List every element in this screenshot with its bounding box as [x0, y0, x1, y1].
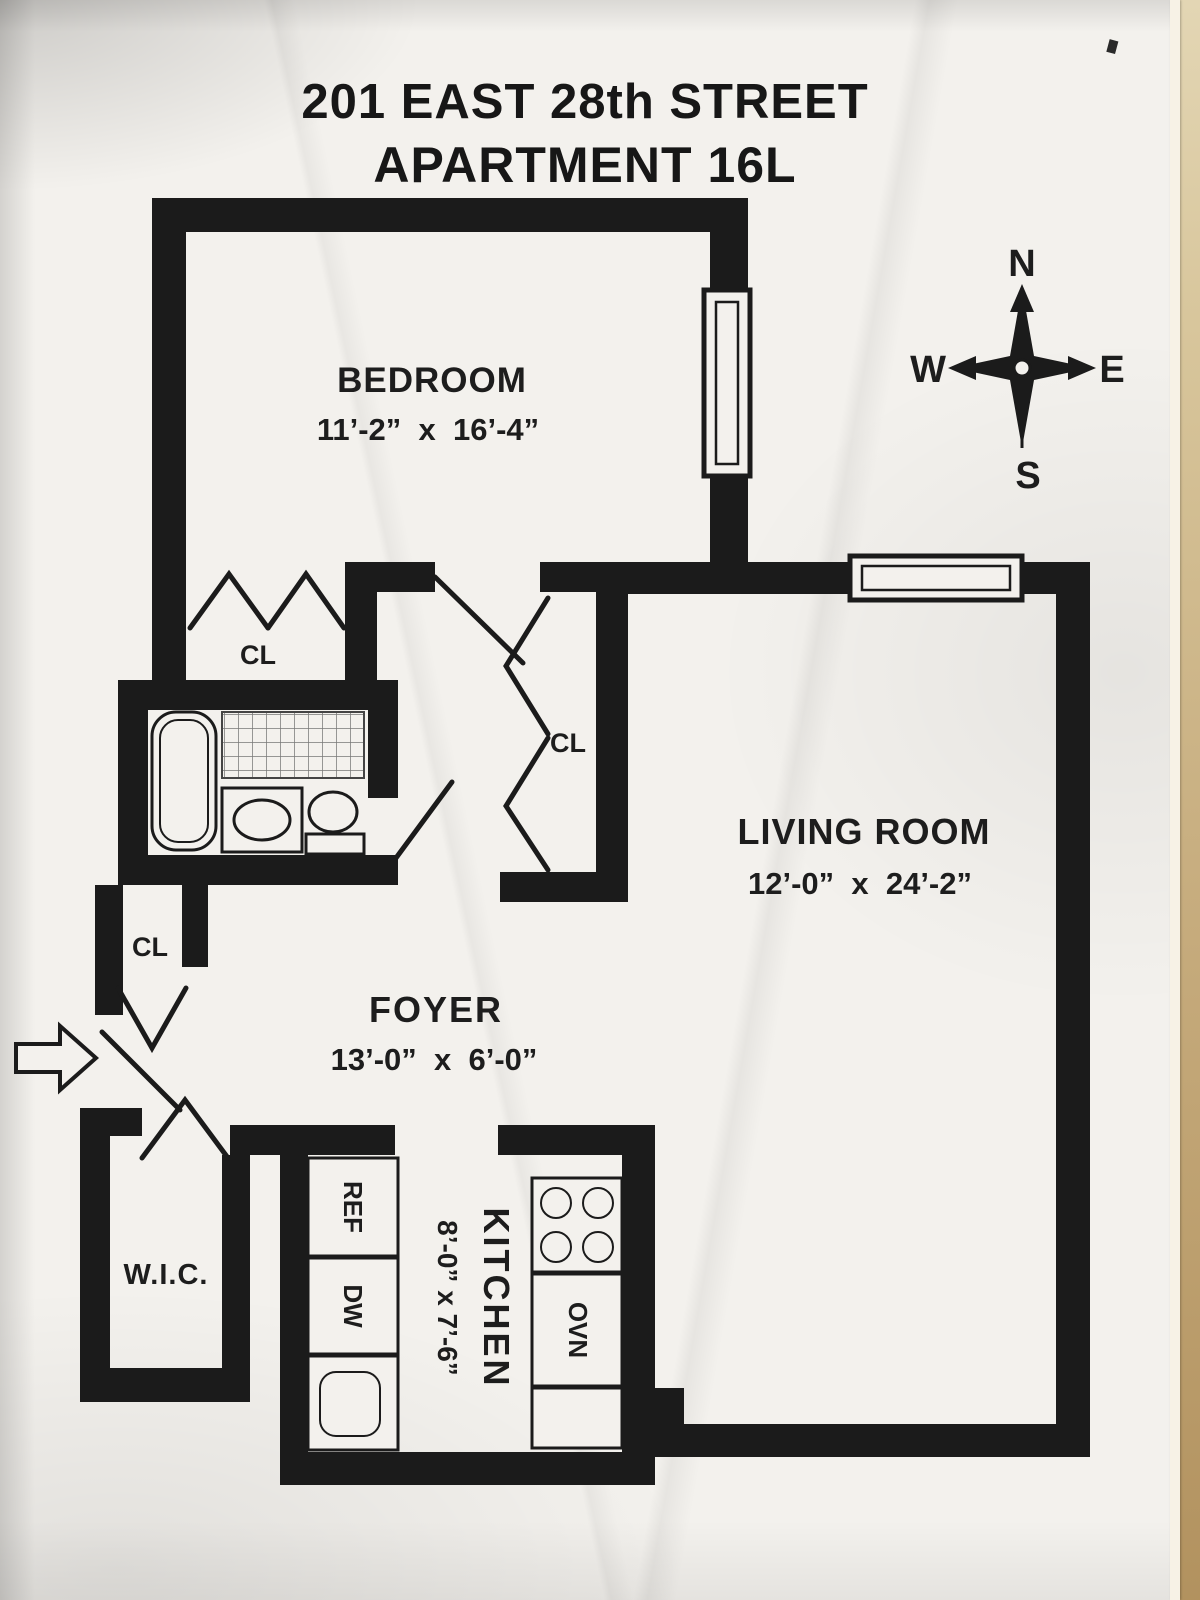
stove [530, 1176, 624, 1274]
window-pane [860, 564, 1012, 592]
sink-basin [232, 798, 292, 842]
compass-arrowhead-east [1068, 356, 1096, 380]
entry-closet-door-zigzag [115, 985, 189, 1054]
hall-closet-door-zigzag [503, 735, 551, 873]
walls [80, 198, 1090, 1485]
page-title: 201 EAST 28th STREET [301, 75, 869, 129]
compass-south-label: S [1015, 455, 1040, 497]
entry-closet-label: CL [132, 932, 168, 962]
photo-speck [1106, 39, 1119, 55]
bedroom-dims-label: 11’-2” x 16’-4” [317, 412, 539, 447]
wall [280, 1452, 655, 1485]
wall [80, 1108, 142, 1136]
oven-label: OVN [563, 1302, 593, 1358]
stove-top [530, 1176, 624, 1274]
wall [368, 680, 398, 798]
bathtub [150, 710, 218, 852]
hall-closet-door-zigzag [503, 595, 551, 737]
burner [540, 1231, 572, 1263]
compass-west-label: W [910, 349, 946, 391]
window-frame [847, 553, 1025, 603]
wall [596, 562, 628, 902]
paper-edge-highlight [1170, 0, 1180, 1600]
compass-north-label: N [1008, 243, 1035, 285]
wall [118, 855, 398, 885]
wall [710, 470, 748, 572]
wall [710, 198, 748, 296]
wall [280, 1125, 308, 1455]
entry-arrow-icon [14, 1021, 100, 1095]
bathtub-outline [150, 710, 218, 852]
bedroom-closet-door-zigzag [265, 569, 347, 631]
compass-rose-icon [948, 284, 1096, 448]
toilet-bowl [307, 790, 359, 834]
burner [582, 1231, 614, 1263]
bedroom-label: BEDROOM [337, 361, 527, 400]
oven [530, 1272, 624, 1388]
paper-sheet [0, 0, 1170, 1600]
window-pane [714, 300, 740, 466]
wall [152, 198, 748, 232]
shower-tile-floor [221, 711, 365, 779]
bedroom-window [701, 287, 753, 479]
compass-east-label: E [1099, 349, 1124, 391]
wall [118, 680, 398, 710]
kitchen-sink [306, 1354, 400, 1452]
apartment-subtitle: APARTMENT 16L [373, 137, 797, 193]
kitchen-label: KITCHEN [476, 1208, 517, 1389]
wic-label: W.I.C. [124, 1259, 209, 1291]
wall [230, 1125, 395, 1155]
wall [80, 1108, 110, 1402]
toilet-tank [304, 832, 366, 856]
foyer-dims-label: 13’-0” x 6’-0” [331, 1042, 538, 1077]
living-room-label: LIVING ROOM [738, 811, 991, 852]
burner [540, 1187, 572, 1219]
sink-counter [306, 1354, 400, 1452]
refrigerator-label: REF [338, 1181, 368, 1233]
bedroom-door-swing [432, 574, 526, 666]
wall [628, 562, 858, 594]
foyer-label: FOYER [369, 989, 503, 1030]
burner [582, 1187, 614, 1219]
window-frame [701, 287, 753, 479]
bedroom-closet-door-zigzag [187, 569, 271, 631]
living-room-dims-label: 12’-0” x 24’-2” [748, 866, 972, 901]
bathtub-inner [159, 719, 209, 843]
compass-arrowhead-north [1010, 284, 1034, 312]
entry-door-swing [99, 1029, 183, 1113]
compass-arrowhead-west [948, 356, 976, 380]
wall [95, 885, 123, 1015]
dishwasher-label: DW [338, 1284, 368, 1328]
wall [222, 1155, 250, 1402]
bedroom-closet-label: CL [240, 640, 276, 670]
wall [118, 680, 148, 885]
refrigerator [306, 1156, 400, 1258]
kitchen-dims-label: 8’-0” x 7’-6” [432, 1220, 463, 1376]
bathroom-door-swing [393, 779, 455, 861]
bathroom-sink [220, 786, 304, 854]
hall-closet-label: CL [550, 728, 586, 758]
wall [622, 1388, 684, 1457]
wall [1056, 562, 1090, 1457]
compass-center [1012, 358, 1032, 378]
living-room-window [847, 553, 1025, 603]
sink-basin [319, 1371, 381, 1437]
wall [500, 872, 628, 902]
wic-door-zigzag [139, 1095, 231, 1161]
kitchen-counter [530, 1386, 624, 1450]
wall [80, 1368, 250, 1402]
toilet [304, 790, 366, 856]
dishwasher [306, 1256, 400, 1356]
wall [182, 885, 208, 967]
wall [152, 198, 186, 710]
wall [650, 1424, 1090, 1457]
